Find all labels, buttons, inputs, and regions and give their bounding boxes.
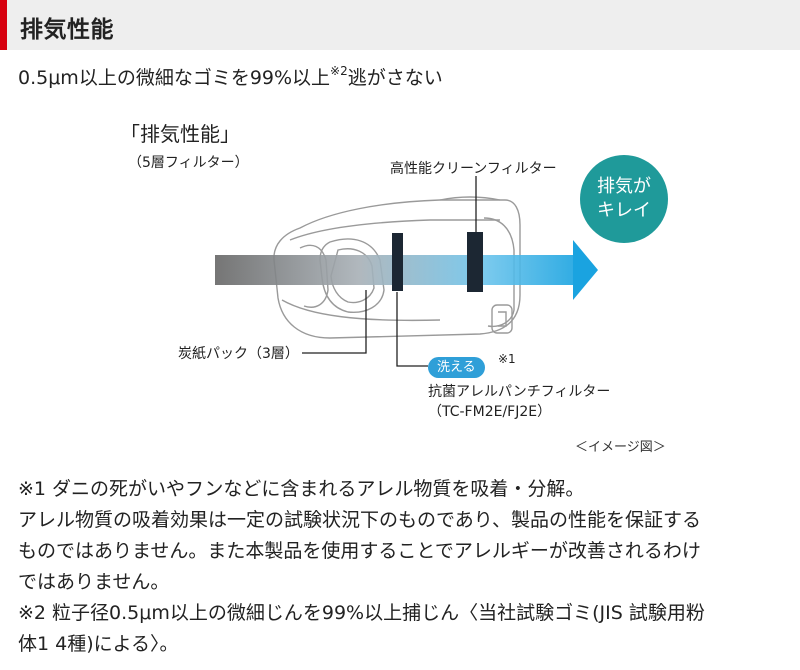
note1-line4: ではありません。: [18, 571, 170, 593]
badge-line2: キレイ: [597, 200, 651, 221]
headline-mark: ※2: [330, 63, 348, 78]
diagram-subtitle: （5層フィルター）: [128, 155, 249, 171]
antibac-filter-model: （TC-FM2E/FJ2E）: [428, 404, 552, 420]
headline: 0.5μm以上の微細なゴミを99%以上※2逃がさない: [18, 63, 443, 90]
headline-text: 0.5μm以上の微細なゴミを99%以上: [18, 67, 331, 89]
exhaust-diagram: 「排気性能」 （5層フィルター） 高性能クリーンフィルター 排気が キレイ 炭紙…: [0, 100, 800, 465]
exhaust-flow-arrow: [215, 240, 598, 300]
antibac-filter: [392, 233, 403, 291]
leader-lines: [302, 176, 477, 367]
diagram-title: 「排気性能」: [120, 122, 240, 146]
antibac-filter-label: 抗菌アレルパンチフィルター （TC-FM2E/FJ2E）: [428, 382, 610, 422]
clean-exhaust-badge: 排気が キレイ: [580, 155, 668, 243]
note1-line2: アレル物質の吸着効果は一定の試験状況下のものであり、製品の性能を保証する: [18, 509, 702, 531]
hepa-filter: [467, 232, 483, 292]
note2-line2: 体1 4種)による〉。: [18, 633, 179, 655]
section-header: 排気性能: [0, 0, 800, 50]
image-note: ＜イメージ図＞: [575, 440, 666, 455]
antibac-filter-name: 抗菌アレルパンチフィルター: [428, 384, 611, 400]
note1-line3: ものではありません。また本製品を使用することでアレルギーが改善されるわけ: [18, 540, 701, 562]
note2-line1: ※2 粒子径0.5μm以上の微細じんを99%以上捕じん〈当社試験ゴミ(JIS 試…: [18, 602, 705, 624]
note1-line1: ※1 ダニの死がいやフンなどに含まれるアレル物質を吸着・分解。: [18, 478, 585, 500]
paper-bag-label: 炭紙パック（3層）: [178, 346, 299, 362]
badge-line1: 排気が: [597, 176, 651, 197]
section-title: 排気性能: [20, 17, 114, 43]
washable-note-mark: ※1: [498, 352, 516, 366]
headline-tail: 逃がさない: [347, 67, 443, 89]
footnotes: ※1 ダニの死がいやフンなどに含まれるアレル物質を吸着・分解。 アレル物質の吸着…: [18, 474, 793, 660]
hepa-filter-label: 高性能クリーンフィルター: [390, 161, 557, 177]
washable-tag: 洗える: [428, 357, 485, 378]
vacuum-illustration: [215, 176, 598, 367]
